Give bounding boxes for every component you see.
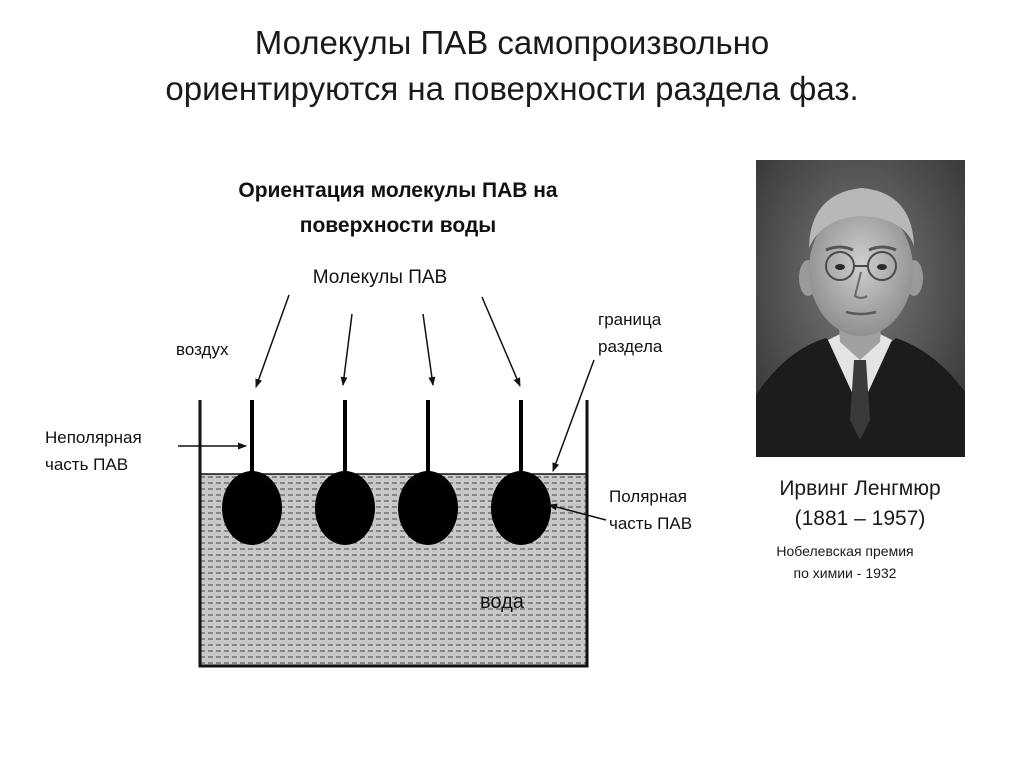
scientist-years: (1881 – 1957)	[794, 507, 926, 530]
label-nonpolar-line-2: часть ПАВ	[45, 455, 128, 474]
prize-line-2: по химии - 1932	[793, 565, 897, 581]
surfactant-molecule	[222, 400, 282, 545]
surfactant-molecule	[491, 400, 551, 545]
vessel	[198, 400, 589, 668]
arrow-to-molecule-3	[422, 313, 436, 386]
prize-line-1: Нобелевская премия	[776, 543, 914, 559]
langmuir-portrait	[756, 160, 965, 457]
arrow-polar	[548, 503, 607, 521]
label-water: вода	[480, 591, 525, 613]
portrait-caption: Ирвинг Ленгмюр (1881 – 1957)	[745, 474, 975, 534]
label-molecules: Молекулы ПАВ	[313, 267, 447, 288]
slide-title: Молекулы ПАВ самопроизвольно ориентируют…	[40, 20, 984, 112]
polar-head	[315, 471, 375, 545]
label-interface-line-1: граница	[598, 310, 662, 329]
label-polar-line-2: часть ПАВ	[609, 514, 692, 533]
label-nonpolar-line-1: Неполярная	[45, 428, 142, 447]
scientist-name: Ирвинг Ленгмюр	[779, 477, 941, 500]
surfactant-orientation-diagram: Ориентация молекулы ПАВ на поверхности в…	[45, 179, 692, 668]
label-polar-line-1: Полярная	[609, 487, 687, 506]
arrow-interface	[552, 359, 595, 472]
surfactant-molecule	[315, 400, 375, 545]
polar-head	[398, 471, 458, 545]
arrow-to-molecule-4	[481, 296, 521, 387]
label-interface-line-2: раздела	[598, 337, 663, 356]
label-air: воздух	[176, 340, 229, 359]
diagram-heading-line-1: Ориентация молекулы ПАВ на	[238, 179, 558, 202]
polar-head	[491, 471, 551, 545]
arrow-to-molecule-2	[340, 313, 353, 386]
slide-title-line-1: Молекулы ПАВ самопроизвольно	[254, 24, 770, 61]
polar-head	[222, 471, 282, 545]
nobel-prize-caption: Нобелевская премия по химии - 1932	[745, 540, 945, 584]
arrow-to-molecule-1	[255, 294, 290, 388]
surfactant-molecule	[398, 400, 458, 545]
slide-title-line-2: ориентируются на поверхности раздела фаз…	[165, 70, 859, 107]
diagram-heading-line-2: поверхности воды	[300, 214, 496, 237]
